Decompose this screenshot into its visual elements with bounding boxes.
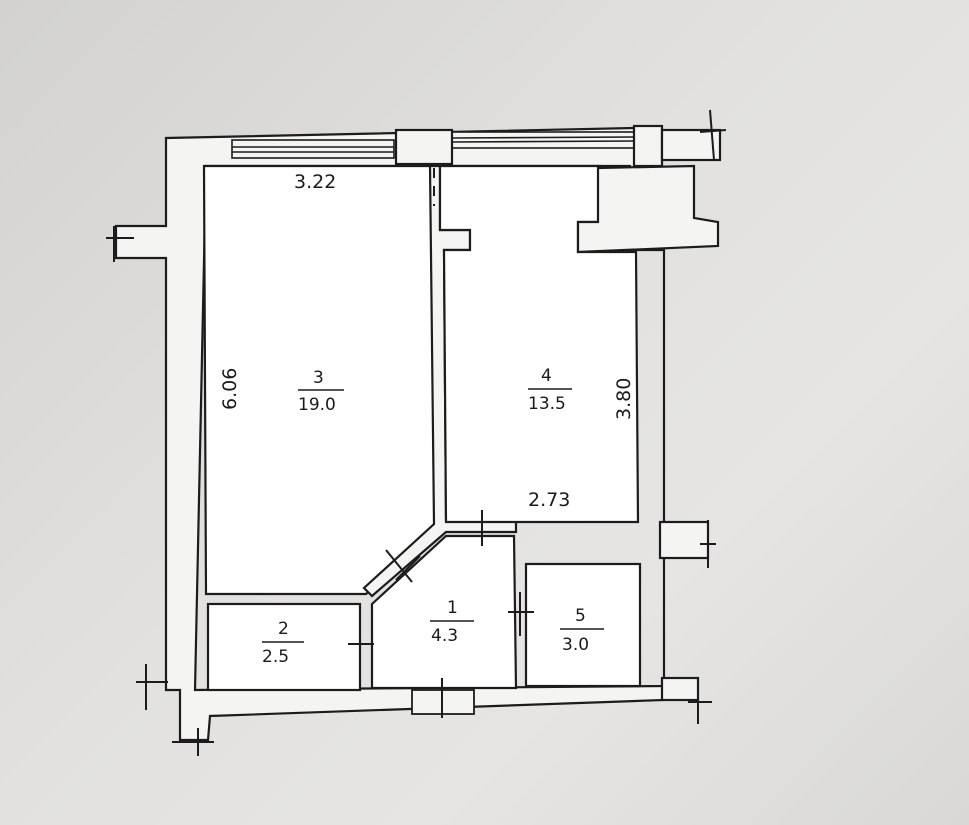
room-2-outline <box>206 602 362 692</box>
room-5-label: 5 3.0 <box>560 606 604 655</box>
dim-room4-width: 2.73 <box>528 489 570 511</box>
room-5-number: 5 <box>575 606 586 626</box>
room-3-number: 3 <box>313 368 324 388</box>
dim-room3-width: 3.22 <box>294 171 336 193</box>
room-4-number: 4 <box>541 366 552 386</box>
break-marks <box>106 109 727 756</box>
wall-stub-top-right <box>660 128 722 162</box>
room-1-label: 1 4.3 <box>430 598 474 646</box>
wall-stub-right <box>632 124 664 168</box>
room-2-number: 2 <box>278 619 289 639</box>
door-markers <box>348 510 534 668</box>
room-1-number: 1 <box>447 598 458 618</box>
window-top-right <box>451 131 635 149</box>
room-4-label: 4 13.5 <box>528 366 572 414</box>
dim-room4-length: 3.80 <box>613 378 635 420</box>
dim-room3-length: 6.06 <box>219 368 241 410</box>
room-1-area: 4.3 <box>431 626 458 646</box>
entrance-door <box>411 678 475 718</box>
vent-shaft <box>576 164 720 254</box>
room-5-area: 3.0 <box>562 635 589 655</box>
room-3-area: 19.0 <box>298 395 336 415</box>
wall-right-lower <box>658 520 710 560</box>
wall-right-bottom <box>660 676 700 702</box>
room-3-label: 3 19.0 <box>298 368 344 415</box>
wall-pier-top <box>394 128 454 166</box>
room-2-area: 2.5 <box>262 647 289 667</box>
room-2-label: 2 2.5 <box>262 619 304 667</box>
room-4-area: 13.5 <box>528 394 566 414</box>
window-top-left <box>231 139 395 159</box>
room-5-outline <box>524 562 642 688</box>
